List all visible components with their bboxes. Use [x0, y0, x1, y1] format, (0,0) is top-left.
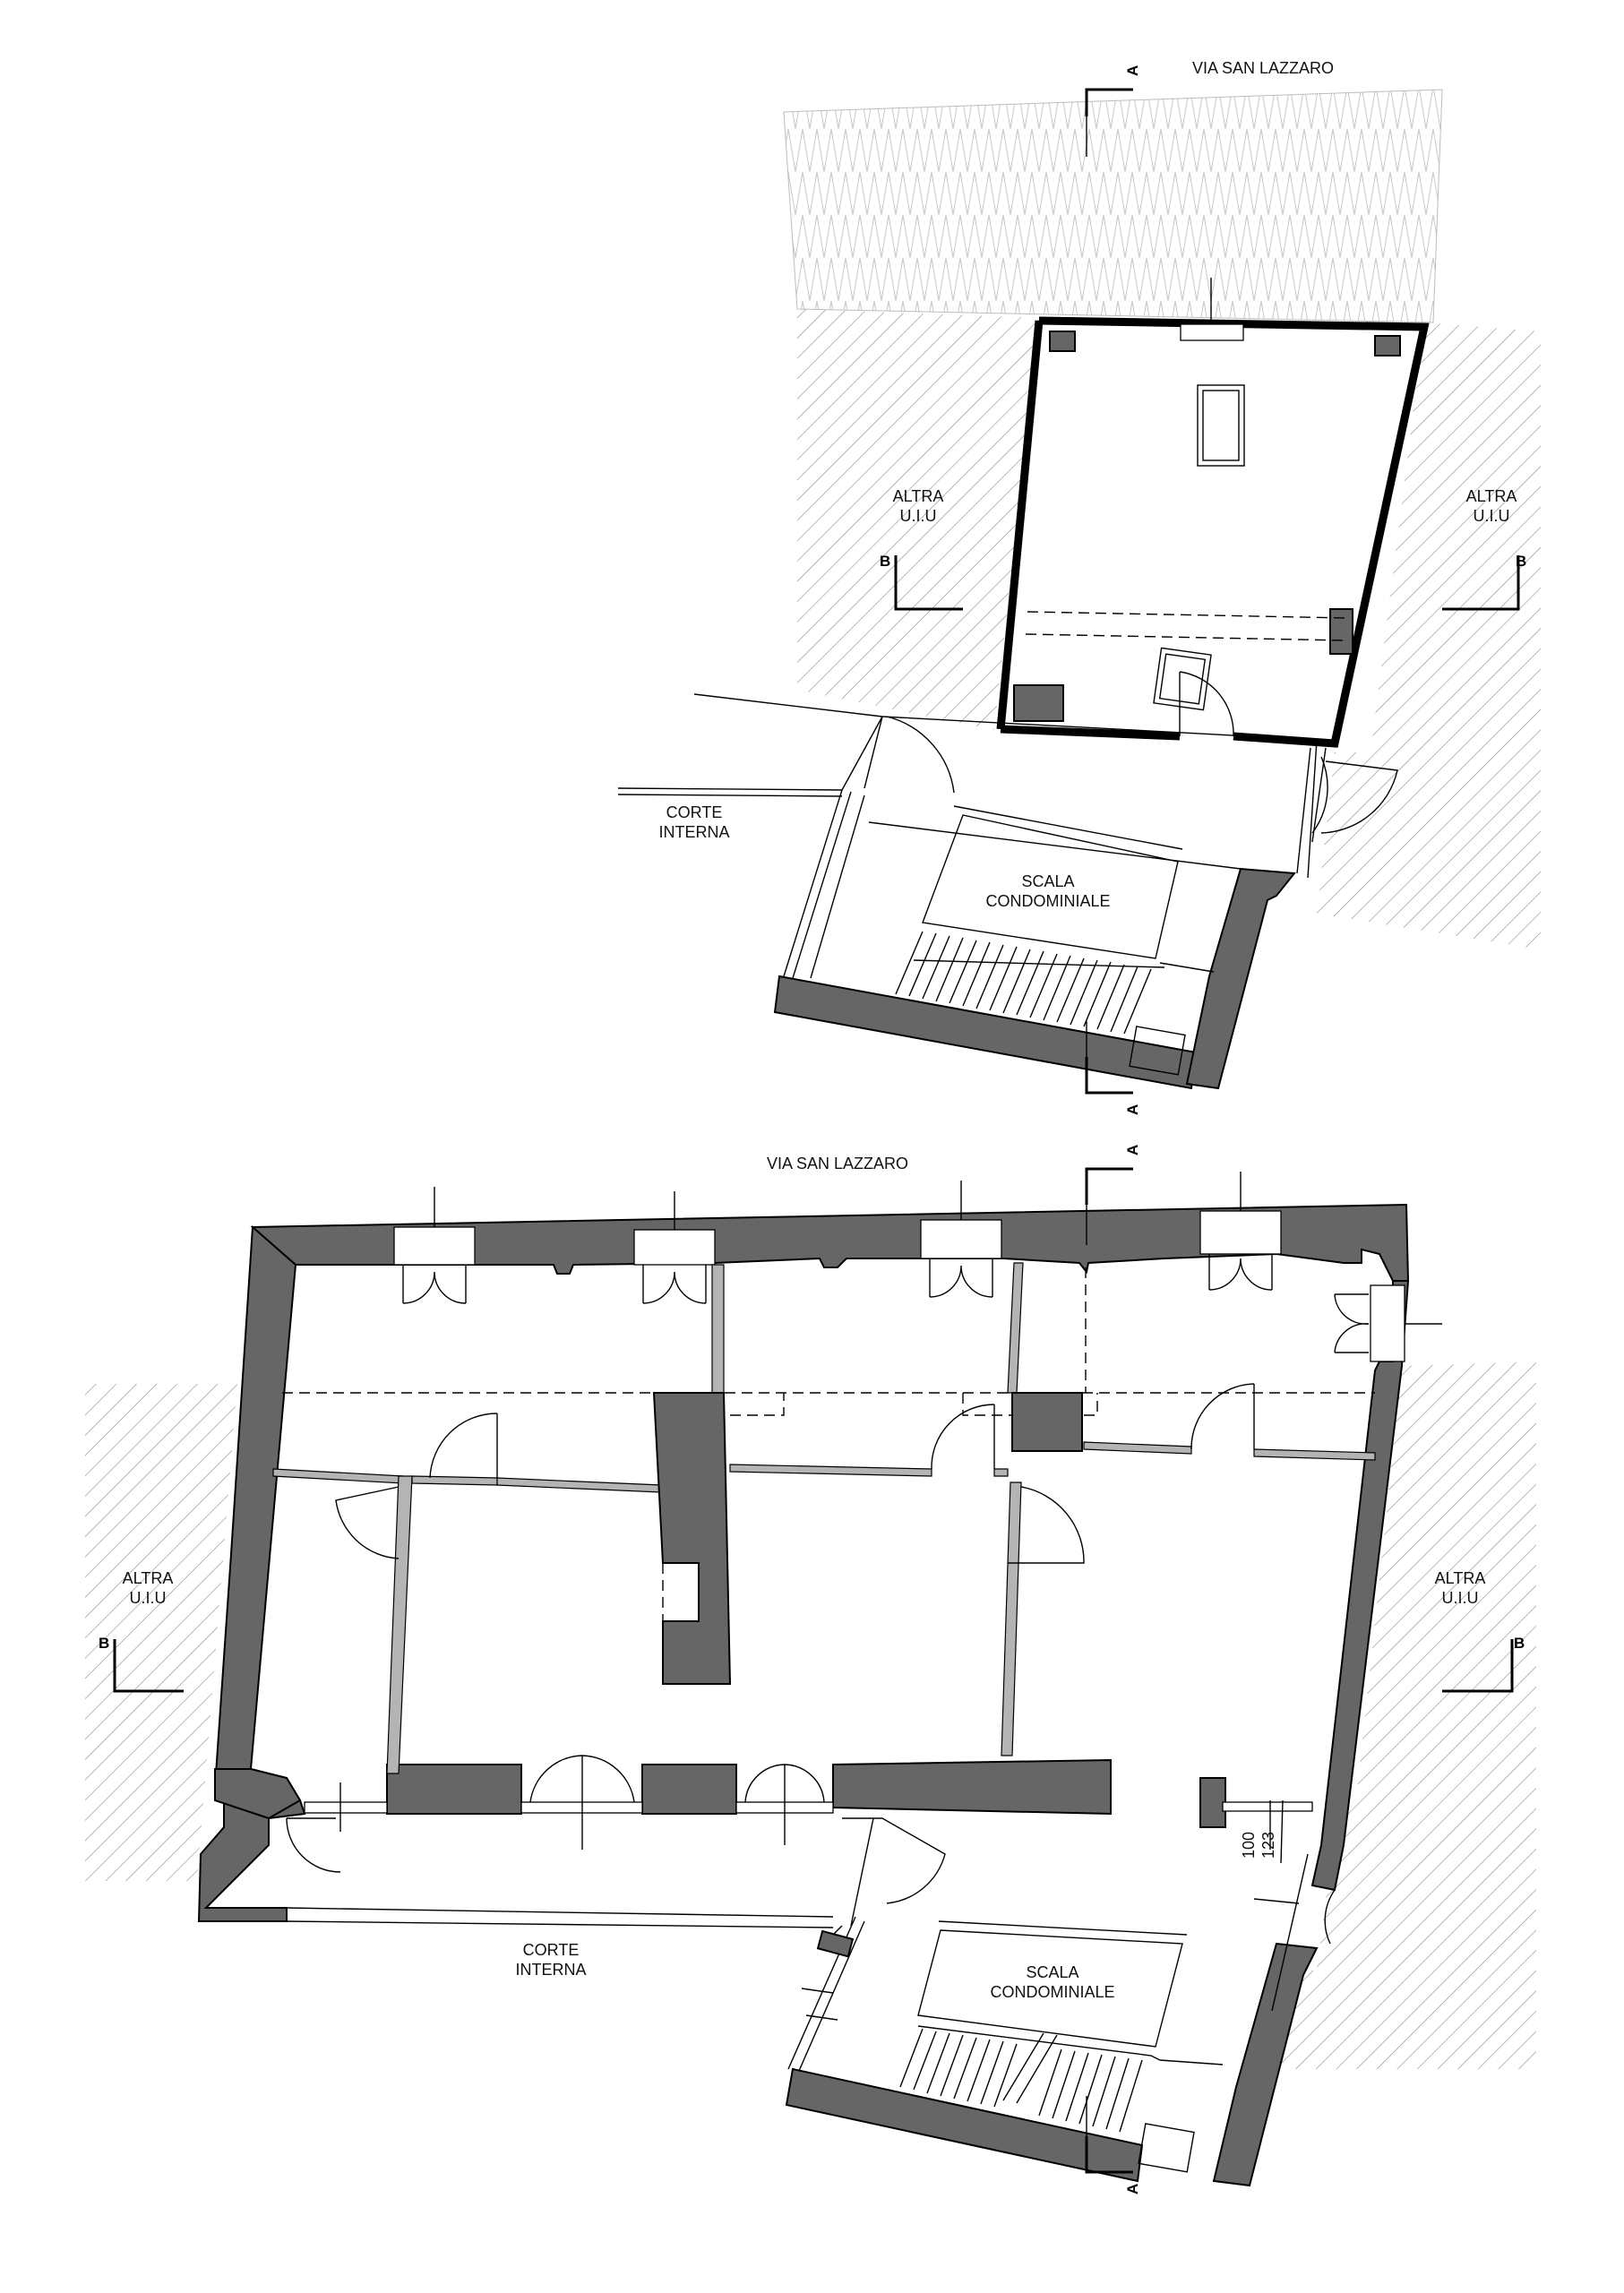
windows: [393, 1172, 1442, 1362]
pillar: [1049, 331, 1076, 352]
skylight: [1197, 384, 1245, 467]
north-wall: [250, 1203, 1410, 1282]
partitions: [272, 1262, 1376, 1774]
street-label: VIA SAN LAZZARO: [767, 1155, 908, 1172]
section-a-bottom: A: [1124, 1104, 1141, 1115]
right-unit-label-2: U.I.U: [1473, 507, 1509, 525]
right-unit-label-1: ALTRA: [1466, 487, 1517, 505]
section-b-right: B: [1516, 553, 1526, 570]
pillar: [1011, 1392, 1083, 1452]
stair-walls: [773, 975, 1198, 1090]
stair-label-1: SCALA: [1026, 1963, 1078, 1981]
pillar: [1199, 1777, 1226, 1828]
court-label-2: INTERNA: [658, 823, 729, 841]
stair-walls: [1212, 1942, 1319, 2187]
street-label: VIA SAN LAZZARO: [1192, 59, 1334, 77]
left-unit-label-2: U.I.U: [129, 1589, 166, 1607]
stair-label-2: CONDOMINIALE: [985, 892, 1110, 910]
west-wall-pier: [214, 1768, 302, 1820]
section-a-bottom: A: [1124, 2184, 1141, 2194]
dimension-100: 100: [1240, 1832, 1258, 1859]
left-unit-hatch: [85, 1384, 237, 1881]
court-label-2: INTERNA: [515, 1961, 586, 1979]
window: [1180, 323, 1244, 341]
pillar: [1013, 684, 1064, 722]
stair-label-1: SCALA: [1021, 872, 1074, 890]
pillar: [1329, 608, 1353, 655]
south-wall: [832, 1758, 1112, 1816]
stair-walls: [785, 2067, 1144, 2183]
south-openings: [286, 1755, 1313, 1873]
court-label-1: CORTE: [523, 1941, 580, 1959]
left-unit-hatch: [797, 309, 1039, 730]
right-unit-label-2: U.I.U: [1441, 1589, 1478, 1607]
room-walls-close: [996, 320, 1044, 730]
south-wall: [386, 1764, 522, 1815]
right-unit-hatch: [1317, 322, 1541, 949]
room-walls: [1000, 316, 1430, 748]
section-a-top: A: [1124, 65, 1141, 76]
section-b-right: B: [1514, 1635, 1525, 1652]
right-unit-hatch: [1259, 1361, 1536, 2069]
stair-well: [917, 1929, 1183, 2048]
south-wall: [641, 1764, 737, 1815]
pillar: [1374, 335, 1401, 356]
section-b-left: B: [880, 553, 890, 570]
court-edge: [286, 1907, 834, 1928]
left-unit-label-1: ALTRA: [893, 487, 944, 505]
upper-plan: VIA SAN LAZZARO ALTRA U.I.U ALTRA U.I.U …: [617, 59, 1541, 1115]
section-b-left: B: [99, 1635, 109, 1652]
pillar: [816, 1929, 855, 1958]
right-unit-label-1: ALTRA: [1435, 1569, 1486, 1587]
left-unit-label-2: U.I.U: [899, 507, 936, 525]
section-a-top: A: [1124, 1145, 1141, 1155]
stair-treads: [899, 2028, 1143, 2133]
dimension-123: 123: [1259, 1832, 1277, 1859]
lower-plan: VIA SAN LAZZARO ALTRA U.I.U ALTRA U.I.U …: [85, 1145, 1536, 2194]
stair-walls: [1185, 867, 1296, 1090]
interior-doors: [335, 1383, 1255, 1564]
street-paving: [783, 89, 1443, 323]
central-wall: [652, 1392, 732, 1685]
left-unit-label-1: ALTRA: [123, 1569, 174, 1587]
court-label-1: CORTE: [666, 803, 723, 821]
stair-well: [922, 814, 1179, 959]
stair-label-2: CONDOMINIALE: [990, 1983, 1114, 2001]
